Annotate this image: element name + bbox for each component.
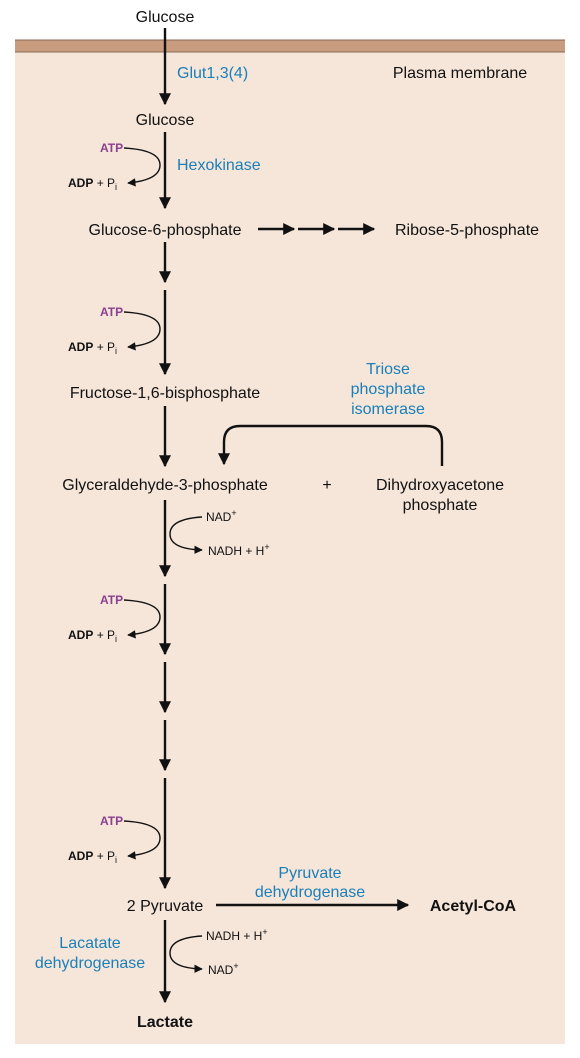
curve-atp-pk [123,820,161,860]
adp-pi-label: ADP + Pi [68,176,117,192]
label-ribose-5-phosphate: Ribose-5-phosphate [395,222,539,239]
nadh-label: NADH + H+ [208,542,270,558]
cofactor-group-ldh: NADH + H+ NAD+ [206,927,268,977]
label-fructose-1-6-bisphosphate: Fructose-1,6-bisphosphate [70,385,260,402]
atp-label: ATP [100,814,123,828]
curve-nadh-ldh [169,935,203,973]
nadh-label: NADH + H+ [206,927,268,943]
enzyme-tpi-line2: phosphate [351,381,426,398]
enzyme-tpi-line1: Triose [366,361,410,378]
label-glucose-inside: Glucose [136,112,195,129]
curve-atp-pfk [123,311,161,351]
plasma-membrane [15,40,565,52]
label-pyruvate: 2 Pyruvate [127,898,204,915]
enzyme-ldh-line1: Lacatate [59,935,120,952]
cofactor-group-pfk: ATP ADP + Pi [68,305,123,356]
cofactor-group-hexokinase: ATP ADP + Pi [68,141,123,192]
atp-label: ATP [100,593,123,607]
cofactor-group-pk: ATP ADP + Pi [68,814,123,865]
atp-label: ATP [100,305,123,319]
curve-nad-gapdh [169,516,203,554]
label-glyceraldehyde-3-phosphate: Glyceraldehyde-3-phosphate [62,477,268,494]
cofactor-group-gapdh: NAD+ NADH + H+ [206,508,270,558]
label-lactate: Lactate [137,1014,193,1031]
curve-atp-pgk [123,599,161,639]
enzyme-pdh-line1: Pyruvate [278,865,341,882]
enzyme-pdh-line2: dehydrogenase [255,884,365,901]
cell-interior [15,44,565,1044]
nad-label: NAD+ [206,508,237,524]
adp-pi-label: ADP + Pi [68,340,117,356]
enzyme-glut: Glut1,3(4) [177,65,248,82]
label-glucose-outside: Glucose [136,9,195,26]
label-dihydroxyacetone: Dihydroxyacetone [376,477,504,494]
arrow-tpi-bracket [218,424,444,466]
nad-label: NAD+ [208,961,239,977]
label-plus: + [322,477,331,494]
label-acetyl-coa: Acetyl-CoA [430,898,517,915]
enzyme-hexokinase: Hexokinase [177,157,261,174]
enzyme-tpi-line3: isomerase [351,401,425,418]
curve-atp-hexokinase [123,147,161,187]
label-dhap-phosphate: phosphate [403,497,478,514]
atp-label: ATP [100,141,123,155]
enzyme-ldh-line2: dehydrogenase [35,955,145,972]
adp-pi-label: ADP + Pi [68,628,117,644]
label-plasma-membrane: Plasma membrane [393,65,527,82]
cofactor-group-pgk: ATP ADP + Pi [68,593,123,644]
adp-pi-label: ADP + Pi [68,849,117,865]
label-glucose-6-phosphate: Glucose-6-phosphate [89,222,242,239]
